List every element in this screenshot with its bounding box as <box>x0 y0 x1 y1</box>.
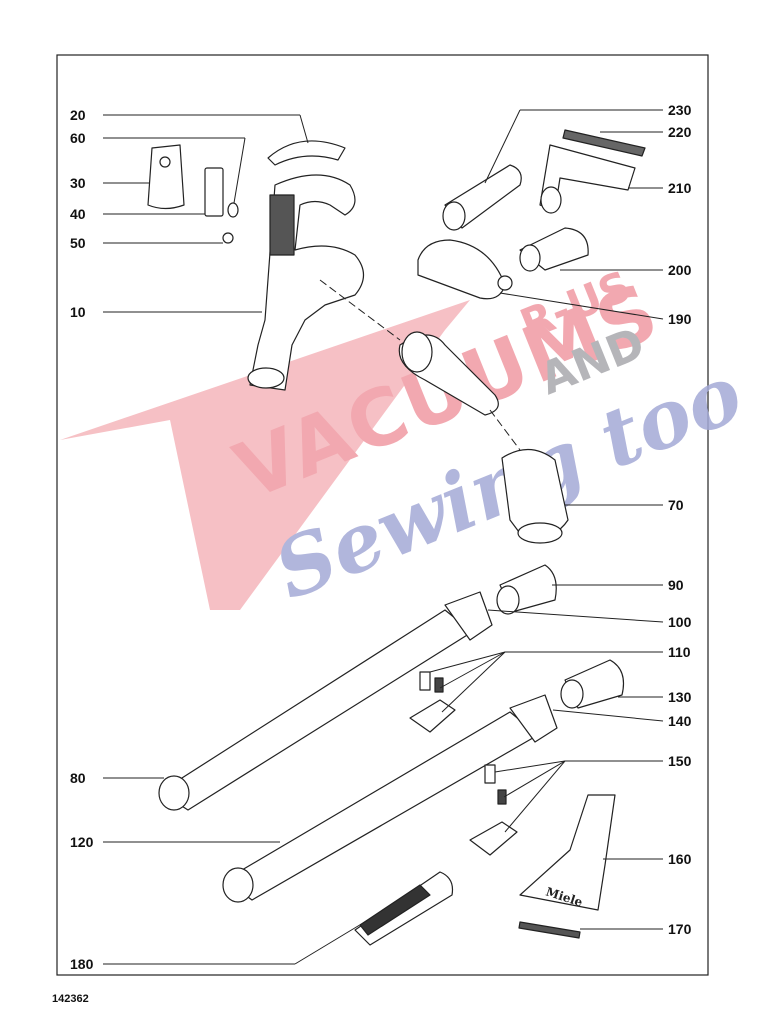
leader-110-b <box>439 651 506 689</box>
label-200: 200 <box>668 262 692 278</box>
part-hose-end <box>401 331 433 373</box>
part-120-tube-end <box>222 867 254 903</box>
label-230: 230 <box>668 102 692 118</box>
label-30: 30 <box>70 175 86 191</box>
part-170-strip <box>518 921 581 939</box>
leader-110-c <box>441 651 506 713</box>
part-60-button <box>227 202 239 218</box>
label-60: 60 <box>70 130 86 146</box>
label-80: 80 <box>70 770 86 786</box>
label-10: 10 <box>70 304 86 320</box>
part-100-tube-collar <box>444 591 493 641</box>
axis-line-handle-hose <box>319 279 401 341</box>
label-40: 40 <box>70 206 86 222</box>
document-number: 142362 <box>52 993 89 1005</box>
label-170: 170 <box>668 921 692 937</box>
part-labels: 20 60 30 40 50 10 230 220 210 200 190 70… <box>70 102 692 972</box>
label-90: 90 <box>668 577 684 593</box>
leader-180-end <box>294 919 369 965</box>
diagram-frame <box>56 54 709 976</box>
label-210: 210 <box>668 180 692 196</box>
part-10-handle-grip <box>269 194 295 256</box>
part-130-adapter-end <box>560 679 584 709</box>
part-150-latch-spring <box>484 764 496 784</box>
part-230-crevice-end <box>442 201 466 231</box>
label-110: 110 <box>668 644 691 660</box>
part-180-bristles <box>359 884 431 936</box>
label-180: 180 <box>70 956 94 972</box>
label-220: 220 <box>668 124 692 140</box>
axis-line-hose-swivel <box>489 409 521 451</box>
part-160-nozzle <box>519 794 616 911</box>
leader-60-end <box>233 137 246 204</box>
part-110-latch-cover <box>409 699 456 733</box>
label-150: 150 <box>668 753 692 769</box>
part-210-upholstery-nozzle <box>539 144 636 211</box>
label-70: 70 <box>668 497 684 513</box>
leader-190 <box>499 292 664 320</box>
leader-140 <box>552 709 664 722</box>
leader-150-b <box>503 760 566 798</box>
leader-230-end <box>484 109 521 184</box>
label-140: 140 <box>668 713 692 729</box>
part-190-tool-holder <box>417 239 506 300</box>
part-110-latch <box>434 677 444 693</box>
leader-lines <box>103 109 664 965</box>
part-210-nozzle-end <box>540 186 562 214</box>
part-150-latch-cover <box>469 821 518 856</box>
label-120: 120 <box>70 834 94 850</box>
leader-110-a <box>429 651 506 673</box>
part-70-swivel-end <box>517 522 563 544</box>
part-140-tube-collar <box>509 694 558 743</box>
part-90-adapter-end <box>496 585 520 615</box>
part-110-latch-spring <box>419 671 431 691</box>
watermark-v-shape <box>60 300 470 610</box>
label-100: 100 <box>668 614 692 630</box>
leader-100 <box>487 609 664 623</box>
leader-150-a <box>494 760 566 773</box>
label-130: 130 <box>668 689 692 705</box>
label-190: 190 <box>668 311 692 327</box>
part-40-slider <box>204 167 224 217</box>
watermark: VACUUMS R-US AND Sewing too <box>60 261 755 618</box>
part-20-cover <box>267 140 346 166</box>
part-10-handle-opening <box>247 367 285 389</box>
part-150-latch <box>497 789 507 805</box>
label-160: 160 <box>668 851 692 867</box>
part-80-tube-end <box>158 775 190 811</box>
part-30-switch <box>159 156 171 168</box>
part-200-brush-end <box>519 244 541 272</box>
label-50: 50 <box>70 235 86 251</box>
part-220-strip <box>562 129 646 157</box>
label-20: 20 <box>70 107 86 123</box>
part-190-clip <box>497 275 513 291</box>
part-30-grip-plate <box>147 144 185 210</box>
parts-drawing: Miele <box>147 129 646 946</box>
leader-150-c <box>504 760 566 833</box>
leader-20-end <box>299 114 309 144</box>
part-50-spring <box>222 232 234 244</box>
